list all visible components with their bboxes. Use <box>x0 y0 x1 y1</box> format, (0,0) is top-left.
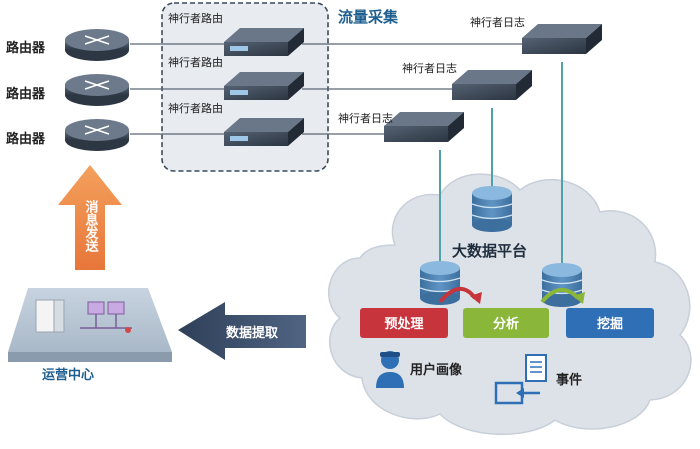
router-device-1 <box>65 29 129 61</box>
stage-label-analysis: 分析 <box>493 316 519 332</box>
curved-arrow-red <box>438 287 477 304</box>
router-device-3 <box>65 119 129 151</box>
database-icon-right <box>541 263 583 307</box>
ops-center-label: 运营中心 <box>42 367 94 383</box>
collection-title: 流量采集 <box>338 8 399 26</box>
stage-box-mining <box>566 308 654 338</box>
logger-device-3 <box>384 112 464 142</box>
extract-arrow-label: 数据提取 <box>226 325 279 341</box>
router-label-1: 路由器 <box>6 40 46 56</box>
stage-box-preprocess <box>360 308 448 338</box>
router-device-2 <box>65 74 129 106</box>
send-arrow-label: 消息发送 <box>83 199 100 253</box>
router-label-3: 路由器 <box>6 131 46 147</box>
ops-center <box>8 288 172 386</box>
database-icon-left <box>419 261 461 305</box>
curved-arrow-green-head <box>573 292 585 304</box>
bigdata-title: 大数据平台 <box>452 242 527 260</box>
document-arrow-icon <box>494 354 547 405</box>
router-label-2: 路由器 <box>6 86 46 102</box>
logger-label-3: 神行者日志 <box>338 111 393 125</box>
uplink-lines <box>439 62 563 268</box>
probe-device-1 <box>224 28 304 56</box>
user-icon <box>376 351 404 388</box>
probe-device-3 <box>224 118 304 146</box>
connection-lines <box>130 43 526 135</box>
probe-label-1: 神行者路由 <box>168 11 223 25</box>
logger-device-1 <box>522 24 602 54</box>
stage-label-preprocess: 预处理 <box>384 316 423 332</box>
probe-label-2: 神行者路由 <box>168 55 223 69</box>
output-label-user-profile: 用户画像 <box>409 362 463 378</box>
logger-device-2 <box>452 70 532 100</box>
stage-label-mining: 挖掘 <box>597 316 623 332</box>
database-icon-top <box>471 186 513 232</box>
curved-arrow-red-head <box>470 292 482 304</box>
stage-box-analysis <box>463 308 549 338</box>
send-arrow <box>58 165 122 270</box>
probe-label-3: 神行者路由 <box>168 101 223 115</box>
logger-label-1: 神行者日志 <box>470 15 525 29</box>
bigdata-cloud <box>327 173 692 435</box>
probe-device-2 <box>224 72 304 100</box>
extract-arrow <box>178 302 306 360</box>
output-label-event: 事件 <box>556 372 582 388</box>
logger-label-2: 神行者日志 <box>402 61 457 75</box>
